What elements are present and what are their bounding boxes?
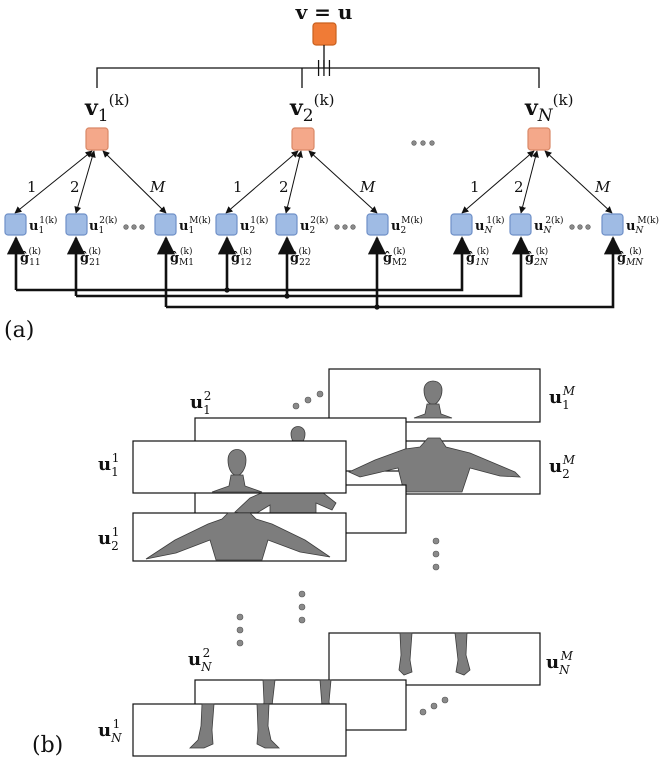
head-silhouette-u1M xyxy=(413,380,453,419)
u-node-1-M xyxy=(154,213,177,236)
feedback-line-M xyxy=(166,236,623,309)
tree-connector xyxy=(96,45,540,88)
feedback-connections xyxy=(6,236,623,309)
shoulders-silhouette-u2M xyxy=(348,437,522,493)
top-node-label: v = u xyxy=(295,0,353,24)
u-label-2-M: u2M(k) xyxy=(391,215,423,236)
u-label-1-M: u1M(k) xyxy=(179,215,211,236)
edge-label-2-M: M xyxy=(359,178,376,196)
edge-2-M xyxy=(308,150,378,214)
edge-N-M xyxy=(544,150,613,214)
label-u1M: u1M xyxy=(549,384,576,412)
panel-a: v = u ||| v1(k) 1 2 M u11(k) u12(k) u1M(… xyxy=(4,0,659,343)
label-u11: u11 xyxy=(98,451,119,479)
v-node-label-N: vN(k) xyxy=(524,91,573,126)
shoulders-silhouette-u21 xyxy=(145,512,331,561)
u-label-2-1: u21(k) xyxy=(240,215,268,236)
edge-2-2 xyxy=(284,150,303,214)
g-label-N-2: ĝ2N(k) xyxy=(525,246,549,268)
u-label-1-1: u11(k) xyxy=(29,215,57,236)
edge-label-1-1: 1 xyxy=(27,178,37,196)
ellipsis-dots-2 xyxy=(334,224,356,230)
frame-uNM xyxy=(328,632,541,686)
label-uN2: uN2 xyxy=(188,646,212,674)
group-2: v2(k) 1 2 M u21(k) u22(k) u2M(k) ĝ12(k) … xyxy=(215,91,423,268)
g-label-1-M: ĝM1(k) xyxy=(170,246,194,268)
u-label-1-2: u12(k) xyxy=(89,215,117,236)
ellipsis-right-vertical xyxy=(432,537,440,571)
g-label-1-1: ĝ11(k) xyxy=(20,246,41,268)
frame-uN1 xyxy=(132,703,347,757)
u-label-N-M: uNM(k) xyxy=(626,215,659,236)
label-u2M: u2M xyxy=(549,453,576,481)
head-silhouette-u11 xyxy=(211,449,263,493)
feedback-line-2 xyxy=(76,236,531,298)
v-node-label-1: v1(k) xyxy=(84,91,129,126)
edge-1-2 xyxy=(74,150,96,214)
ellipsis-bottom-diagonal xyxy=(419,696,449,716)
v-node-1 xyxy=(85,127,109,151)
g-label-2-1: ĝ12(k) xyxy=(231,246,252,268)
u-label-N-1: uN1(k) xyxy=(475,215,505,236)
junction-dots xyxy=(224,287,380,310)
group-ellipsis xyxy=(411,140,435,146)
edge-label-N-2: 2 xyxy=(514,178,524,196)
ellipsis-dots-N xyxy=(569,224,591,230)
label-uN1: uN1 xyxy=(98,717,122,745)
equivalence-mark: ||| xyxy=(316,57,332,76)
edge-label-2-1: 1 xyxy=(233,178,243,196)
ellipsis-mid-vertical xyxy=(298,590,306,624)
u-node-N-1 xyxy=(450,213,473,236)
u-label-2-2: u22(k) xyxy=(300,215,328,236)
u-node-2-M xyxy=(366,213,389,236)
g-label-N-M: ĝMN(k) xyxy=(617,246,644,268)
g-label-2-2: ĝ22(k) xyxy=(290,246,311,268)
group-1: v1(k) 1 2 M u11(k) u12(k) u1M(k) ĝ11(k) … xyxy=(4,91,211,268)
ellipsis-left-vertical xyxy=(236,613,244,647)
feedback-line-1 xyxy=(16,236,472,292)
edge-label-1-M: M xyxy=(149,178,166,196)
ellipsis-top-diagonal xyxy=(292,390,324,410)
v-node-2 xyxy=(291,127,315,151)
panel-a-label: (a) xyxy=(4,318,34,343)
u-node-2-1 xyxy=(215,213,238,236)
u-node-1-1 xyxy=(4,213,27,236)
edge-1-M xyxy=(102,150,167,214)
label-u12: u12 xyxy=(190,389,211,417)
u-node-N-2 xyxy=(509,213,532,236)
v-node-label-2: v2(k) xyxy=(289,91,334,126)
label-uNM: uNM xyxy=(546,649,574,677)
v-node-N xyxy=(527,127,551,151)
g-label-1-2: ĝ21(k) xyxy=(80,246,101,268)
u-node-2-2 xyxy=(275,213,298,236)
legs-silhouette-uNM xyxy=(398,632,471,676)
g-label-N-1: ĝ1N(k) xyxy=(466,246,490,268)
legs-silhouette-uN1 xyxy=(189,703,280,749)
edge-label-2-2: 2 xyxy=(279,178,289,196)
ellipsis-dots-1 xyxy=(123,224,145,230)
edge-label-1-2: 2 xyxy=(70,178,80,196)
u-node-1-2 xyxy=(65,213,88,236)
edge-N-2 xyxy=(519,150,539,214)
g-label-2-M: ĝM2(k) xyxy=(383,246,407,268)
edge-label-N-1: 1 xyxy=(470,178,480,196)
label-u21: u21 xyxy=(98,525,119,553)
u-label-N-2: uN2(k) xyxy=(534,215,564,236)
panel-b-label: (b) xyxy=(32,733,63,758)
edge-label-N-M: M xyxy=(594,178,611,196)
panel-b: u12 u1M u2M u11 u21 uN2 uNM uN1 (b) xyxy=(32,368,576,758)
group-N: vN(k) 1 2 M uN1(k) uN2(k) uNM(k) ĝ1N(k) … xyxy=(450,91,659,268)
top-node xyxy=(312,22,337,46)
u-node-N-M xyxy=(601,213,624,236)
